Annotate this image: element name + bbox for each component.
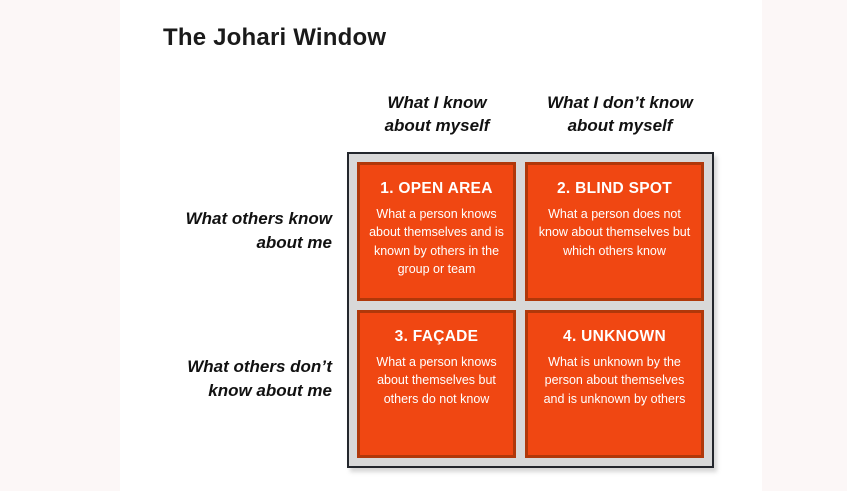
column-header-know-about-myself: What I know about myself [384,93,490,135]
row-header-others-dont-know-about-me: What others don’t know about me [187,357,332,400]
johari-grid: 1. OPEN AREA What a person knows about t… [347,152,714,468]
quadrant-unknown-heading: 4. UNKNOWN [563,328,666,345]
page-title: The Johari Window [163,24,387,51]
quadrant-facade-heading: 3. FAÇADE [394,328,479,345]
quadrant-unknown-description: What is unknown by the person about them… [543,355,686,406]
quadrant-open-area-description: What a person knows about themselves and… [369,207,504,276]
slide: The Johari Window What I know about myse… [120,0,762,491]
quadrant-blind-spot: 2. BLIND SPOT What a person does not kno… [525,162,704,301]
quadrant-blind-spot-heading: 2. BLIND SPOT [557,180,672,197]
quadrant-unknown: 4. UNKNOWN What is unknown by the person… [525,310,704,458]
quadrant-facade: 3. FAÇADE What a person knows about them… [357,310,516,458]
row-header-others-know-about-me: What others know about me [185,209,332,252]
quadrant-open-area-heading: 1. OPEN AREA [380,180,493,197]
quadrant-open-area: 1. OPEN AREA What a person knows about t… [357,162,516,301]
column-header-dont-know-about-myself: What I don’t know about myself [547,93,693,135]
quadrant-blind-spot-description: What a person does not know about themse… [538,207,691,258]
quadrant-facade-description: What a person knows about themselves but… [376,355,497,406]
